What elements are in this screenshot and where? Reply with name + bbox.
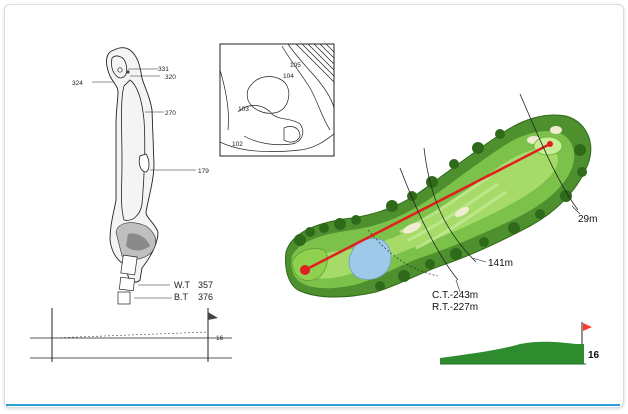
tee-label-white: W.T	[174, 280, 190, 290]
water-hazard	[348, 238, 392, 280]
frame-accent-line	[6, 404, 620, 406]
contour-map	[219, 43, 335, 157]
contour-label-105: 105	[290, 62, 301, 69]
distance-270: 270	[165, 110, 176, 117]
course-illustration	[285, 93, 592, 298]
right-elevation-value: 16	[588, 350, 600, 361]
distance-320: 320	[165, 74, 176, 81]
contour-label-104: 104	[283, 73, 294, 80]
tee-label-blue: B.T	[174, 292, 189, 302]
distance-29m: 29m	[578, 214, 597, 225]
play-line	[304, 142, 551, 272]
contour-label-102: 102	[232, 141, 243, 148]
tee-marker	[300, 265, 310, 275]
distance-331: 331	[158, 66, 169, 73]
distance-markers	[92, 68, 196, 299]
distance-179: 179	[198, 168, 209, 175]
left-elevation-profile	[30, 308, 232, 362]
red-flag-icon	[583, 323, 592, 331]
contour-label-103: 103	[238, 106, 249, 113]
pin-marker	[547, 141, 553, 147]
hole-outline	[106, 47, 159, 305]
ct-distance-label: C.T.-243m	[432, 290, 478, 301]
tee-value-blue: 376	[198, 292, 213, 302]
flag-icon	[208, 312, 218, 320]
distance-141m: 141m	[488, 258, 513, 269]
rt-distance-label: R.T.-227m	[432, 302, 478, 313]
left-elevation-value: 16	[216, 335, 224, 342]
tee-value-white: 357	[198, 280, 213, 290]
right-elevation-profile	[440, 322, 592, 365]
distance-324: 324	[72, 80, 83, 87]
